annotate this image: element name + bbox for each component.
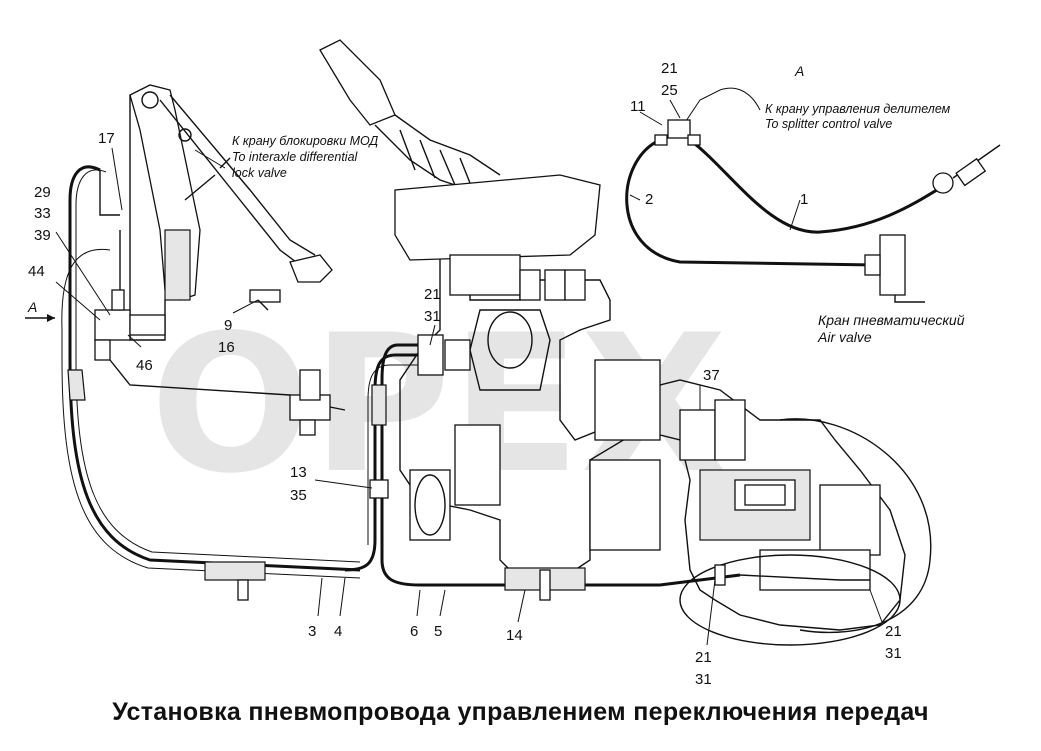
air-valve-note: Кран пневматический Air valve: [817, 312, 965, 345]
callout-2: 2: [645, 191, 653, 208]
interaxle-pipe: [184, 157, 281, 311]
callout-46: 46: [136, 357, 153, 374]
callout-31-a: 31: [424, 308, 441, 325]
callout-13: 13: [290, 464, 307, 481]
callout-11: 11: [630, 98, 646, 115]
splitter-hoses: [625, 87, 1001, 303]
left-hose-bundle: [61, 165, 361, 601]
splitter-note-en: To splitter control valve: [765, 117, 892, 131]
callout-21-a: 21: [424, 286, 441, 303]
callout-16: 16: [218, 339, 235, 356]
callout-44: 44: [28, 263, 45, 280]
callout-35: 35: [290, 487, 307, 504]
callout-37: 37: [703, 367, 720, 384]
callout-25: 25: [661, 82, 678, 99]
callout-labels: 17 29 33 39 44 46 9 16 21 31 21 25 11 2 …: [28, 60, 902, 688]
gearbox-housing: [399, 249, 932, 646]
callout-21-d: 21: [885, 623, 902, 640]
callout-31-d: 31: [885, 645, 902, 662]
callout-9: 9: [224, 317, 232, 334]
callout-29: 29: [34, 184, 51, 201]
view-arrow-a: A A: [25, 63, 804, 322]
callout-39: 39: [34, 227, 51, 244]
diagram-caption: Установка пневмопровода управлением пере…: [112, 698, 929, 726]
air-valve-note-ru: Кран пневматический: [818, 312, 965, 328]
leader-lines: [55, 99, 883, 646]
interaxle-note-ru: К крану блокировки МОД: [232, 134, 378, 148]
callout-33: 33: [34, 205, 51, 222]
callout-1: 1: [800, 191, 808, 208]
callout-21-b: 21: [661, 60, 678, 77]
callout-3: 3: [308, 623, 316, 640]
central-hoses: [344, 334, 870, 601]
interaxle-note-en-2: lock valve: [232, 166, 287, 180]
callout-4: 4: [334, 623, 342, 640]
callout-5: 5: [434, 623, 442, 640]
callout-14: 14: [506, 627, 523, 644]
gear-lever: [319, 39, 601, 301]
interaxle-note: К крану блокировки МОД To interaxle diff…: [232, 134, 378, 180]
splitter-note: К крану управления делителем To splitter…: [765, 102, 951, 131]
view-marker-left: A: [27, 299, 37, 315]
air-valve-note-en: Air valve: [817, 329, 872, 345]
callout-31-c: 31: [695, 671, 712, 688]
splitter-note-ru: К крану управления делителем: [765, 102, 951, 116]
callout-6: 6: [410, 623, 418, 640]
callout-21-c: 21: [695, 649, 712, 666]
clutch-pedal: [129, 84, 333, 341]
interaxle-note-en-1: To interaxle differential: [232, 150, 359, 164]
callout-17: 17: [98, 130, 115, 147]
view-marker-top: A: [794, 63, 804, 79]
